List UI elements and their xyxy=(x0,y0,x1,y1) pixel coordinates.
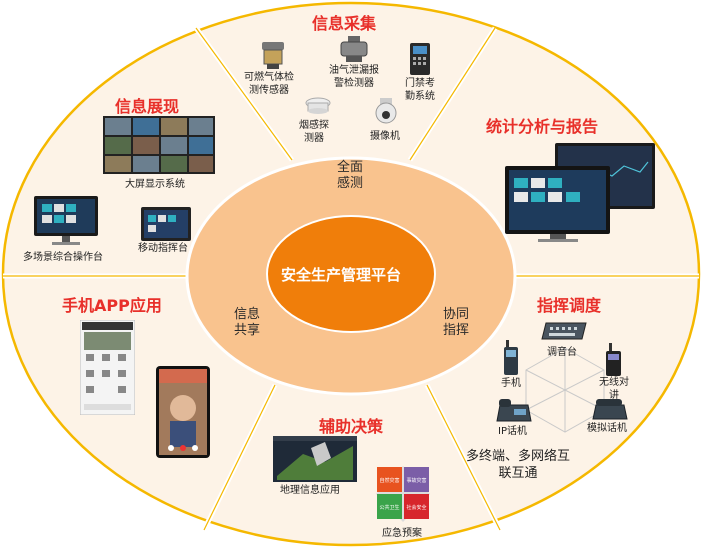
section-title-app: 手机APP应用 xyxy=(62,296,162,315)
stats-monitor-icon xyxy=(505,143,655,242)
divider-bottom-left xyxy=(203,384,276,531)
section-title-dispatch: 指挥调度 xyxy=(537,296,602,315)
label-gis: 地理信息应用 xyxy=(280,485,340,496)
divider-top-right xyxy=(409,27,496,161)
plan-tile-2 xyxy=(404,467,429,492)
divider-top xyxy=(195,27,293,161)
label-smoke-detector: 烟感探 测器 xyxy=(299,120,329,144)
label-access-control: 门禁考 勤系统 xyxy=(405,78,435,102)
dispatch-network-lines xyxy=(525,347,605,433)
emergency-plan-grid: 自然灾害 事故灾害 公共卫生 社会安全 xyxy=(376,466,430,522)
section-title-collect: 信息采集 xyxy=(312,14,377,33)
section-title-display: 信息展现 xyxy=(115,97,180,116)
analog-phone-icon xyxy=(592,399,628,420)
handset-icon xyxy=(504,340,518,375)
label-oil-leak-detector: 油气泄漏报 警检测器 xyxy=(329,65,379,89)
label-analog-phone: 模拟话机 xyxy=(587,423,627,434)
gas-detector-icon xyxy=(262,42,284,69)
smoke-detector-icon xyxy=(305,97,331,114)
dispatch-note: 多终端、多网络互 联互通 xyxy=(466,449,571,481)
plan-tile-3-label: 公共卫生 xyxy=(379,504,399,511)
center-ellipse xyxy=(266,215,436,333)
plan-tile-1 xyxy=(377,467,402,492)
big-screen-icon xyxy=(103,116,215,174)
label-handset: 手机 xyxy=(501,378,521,389)
ring-label-left: 信息 共享 xyxy=(234,307,261,338)
label-camera: 摄像机 xyxy=(370,131,400,142)
camera-icon xyxy=(375,98,397,124)
radio-walkie-icon xyxy=(606,343,621,376)
label-gas-detector: 可燃气体检 测传感器 xyxy=(244,72,294,96)
plan-tile-4-label: 社会安全 xyxy=(406,504,426,511)
label-radio: 无线对 讲 xyxy=(599,377,629,401)
mixer-console-icon xyxy=(541,322,587,340)
ring-label-right: 协同 指挥 xyxy=(443,307,470,338)
section-title-stats: 统计分析与报告 xyxy=(486,117,599,136)
video-call-phone-icon xyxy=(156,366,210,458)
label-multi-console: 多场景综合操作台 xyxy=(23,252,103,263)
multi-console-icon xyxy=(34,196,98,245)
divider-bottom-right xyxy=(426,384,501,531)
label-emergency-plan: 应急预案 xyxy=(382,528,422,539)
section-title-decision: 辅助决策 xyxy=(319,417,384,436)
label-mobile-command: 移动指挥台 xyxy=(138,243,188,254)
ring-label-top: 全面 感测 xyxy=(337,160,364,191)
center-title: 安全生产管理平台 xyxy=(281,266,402,284)
label-mixer-console: 调音台 xyxy=(547,347,577,358)
plan-tile-1-label: 自然灾害 xyxy=(379,477,399,484)
ip-phone-icon xyxy=(496,399,532,422)
access-control-icon xyxy=(410,43,430,75)
mobile-command-icon xyxy=(141,207,191,241)
plan-tile-3 xyxy=(377,494,402,519)
label-big-screen: 大屏显示系统 xyxy=(125,179,185,190)
label-ip-phone: IP话机 xyxy=(498,426,527,437)
gis-map-icon xyxy=(273,436,357,482)
plan-tile-2-label: 事故灾害 xyxy=(406,477,426,484)
app-screen-icon xyxy=(80,320,135,415)
plan-tile-4 xyxy=(404,494,429,519)
oil-leak-detector-icon xyxy=(340,36,368,62)
